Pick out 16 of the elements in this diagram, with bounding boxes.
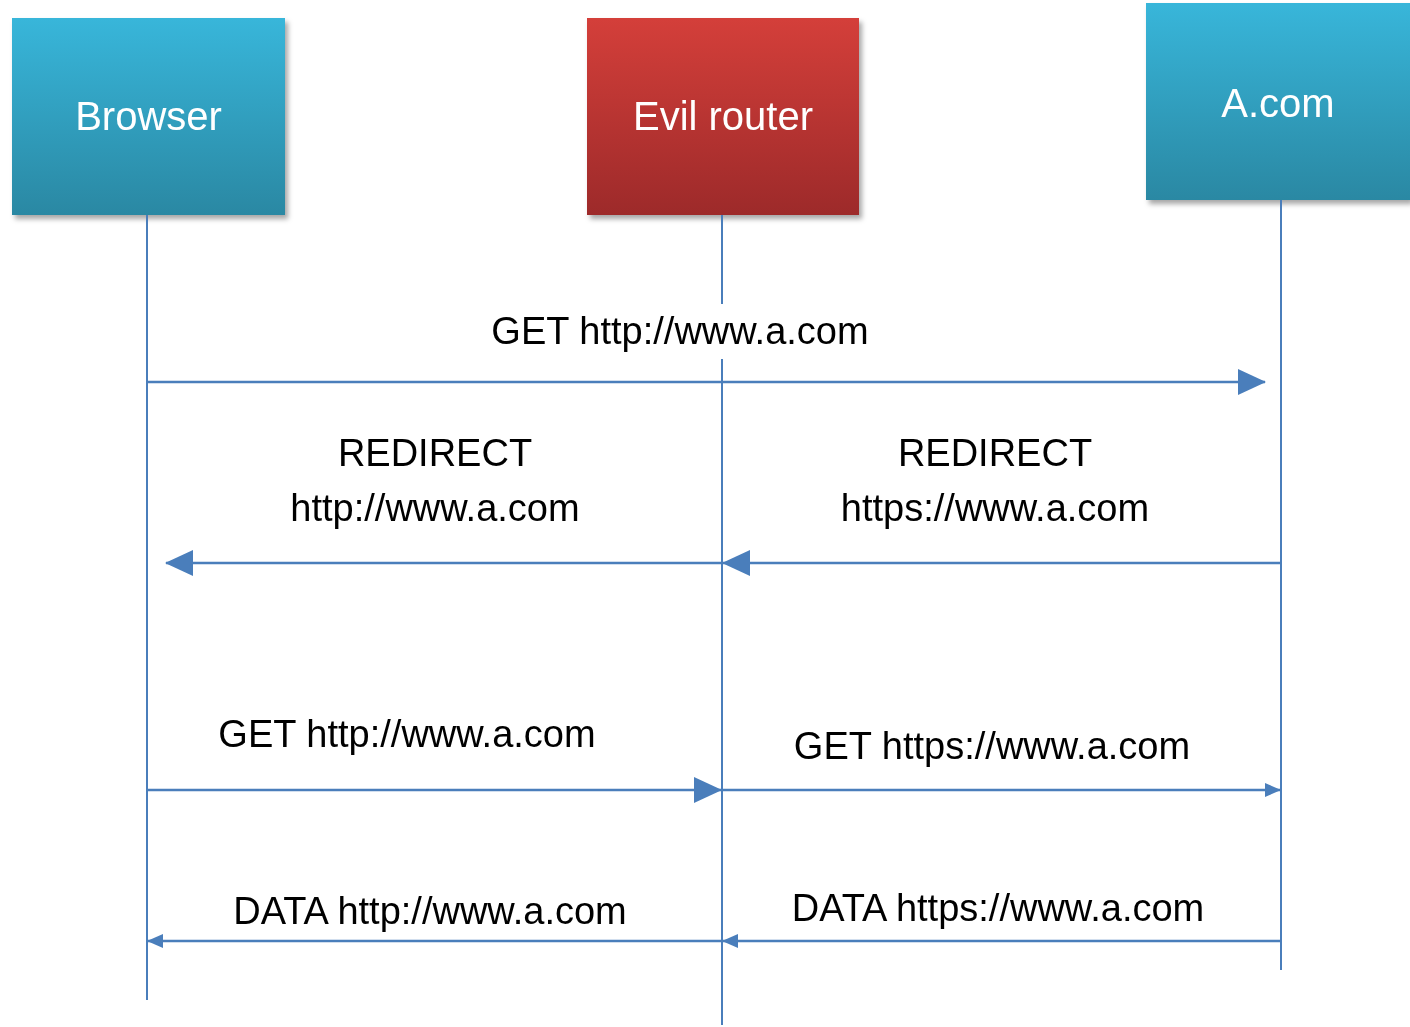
participant-name: A.com <box>1221 81 1335 126</box>
participant-name: Browser <box>75 94 222 139</box>
participant-box <box>587 18 859 215</box>
message-arrow <box>148 369 1266 395</box>
lifeline <box>1280 200 1282 970</box>
participant-box <box>12 18 285 215</box>
message-arrow <box>722 550 1280 576</box>
message-arrow <box>722 934 1280 948</box>
message-arrow <box>723 783 1281 797</box>
message-arrow <box>165 550 721 576</box>
participant-name: Evil router <box>632 94 814 139</box>
message-arrow <box>148 777 722 803</box>
participant-box <box>1146 3 1410 200</box>
message-arrow <box>147 934 721 948</box>
lifeline <box>721 215 723 1025</box>
lifeline <box>146 215 148 1000</box>
